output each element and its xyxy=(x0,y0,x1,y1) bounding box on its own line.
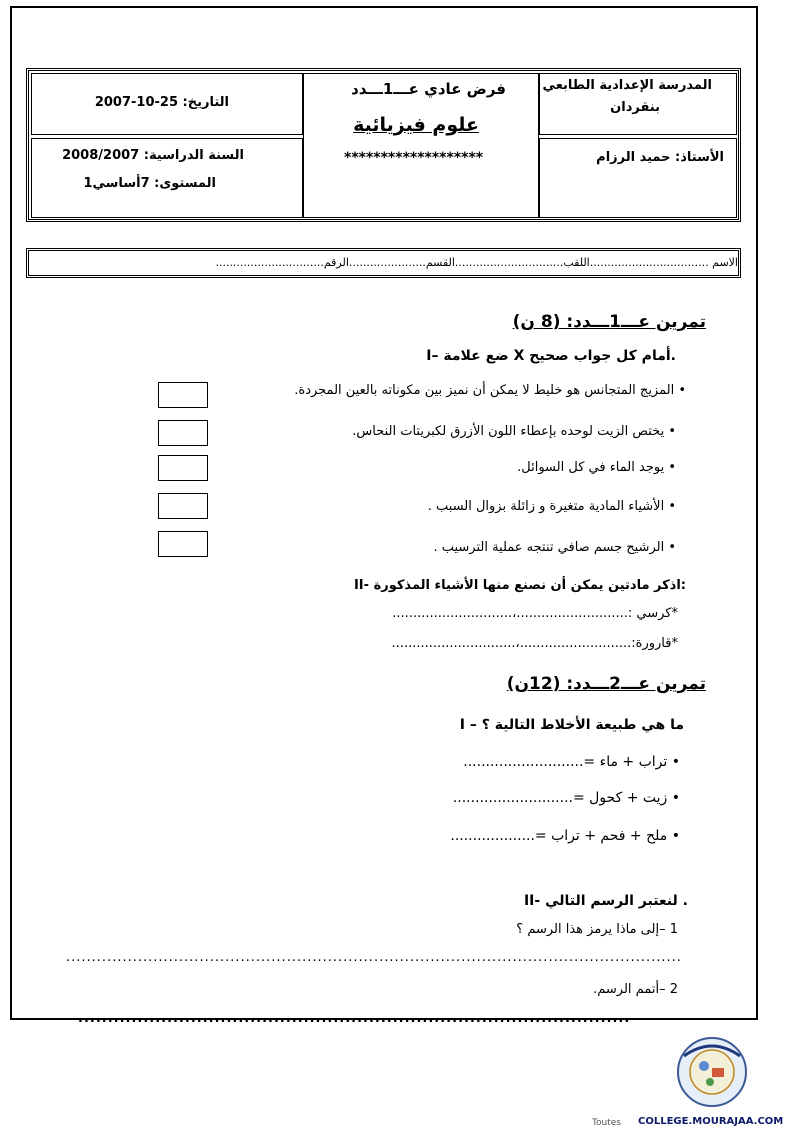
exam-date: التاريخ: 25-10-2007 xyxy=(94,95,229,110)
statement-4: • الأشياء المادية متغيرة و زائلة بزوال ا… xyxy=(427,499,676,514)
exercise2-part1: I – ما هي طبيعة الأخلاط التالية ؟ xyxy=(459,717,684,733)
exercise1-part2: II- اذكر مادتين يمكن أن نصنع منها الأشيا… xyxy=(353,578,686,593)
object-bottle: *قارورة:...........................،....… xyxy=(391,636,678,651)
school-cell xyxy=(539,73,737,135)
exam-title-cell xyxy=(303,73,539,218)
answer-line-2: ........................................… xyxy=(78,1011,630,1026)
mixture-3: • ملح + فحم + تراب =................... xyxy=(450,828,680,844)
statement-3: • يوجد الماء في كل السوائل. xyxy=(517,460,676,475)
statement-2: • يختص الزيت لوحده بإعطاء اللون الأزرق ل… xyxy=(352,424,676,439)
answer-box-4[interactable] xyxy=(158,493,208,519)
exercise1-title: تمرين عـــ1ـــدد: (8 ن) xyxy=(512,312,706,332)
student-info-line: الاسم ..................................… xyxy=(215,256,738,269)
student-info-box xyxy=(26,248,741,278)
site-url: COLLEGE.MOURAJAA.COM xyxy=(638,1116,784,1127)
year-level-cell xyxy=(31,138,303,218)
mourajaa-logo xyxy=(677,1037,747,1107)
statement-1: • المزيج المتجانس هو خليط لا يمكن أن نمي… xyxy=(294,383,686,398)
teacher-name: الأستاذ: حميد الرزام xyxy=(596,150,724,165)
exercise2-part2: II- لنعتبر الرسم التالي . xyxy=(523,893,688,909)
exercise2-title: تمرين عـــ2ـــدد: (12ن) xyxy=(506,674,706,694)
answer-box-2[interactable] xyxy=(158,420,208,446)
teacher-cell xyxy=(539,138,737,218)
exam-title: فرض عادي عـــ1ـــدد xyxy=(351,80,506,98)
school-name: المدرسة الإعدادية الطابعي xyxy=(542,78,712,93)
mixture-2: • زيت + كحول =..........................… xyxy=(452,790,680,806)
answer-box-1[interactable] xyxy=(158,382,208,408)
subject-title: علوم فيزيائية xyxy=(353,114,479,136)
object-chair: *كرسي :...........................،.....… xyxy=(392,606,678,621)
school-year: السنة الدراسية: 2008/2007 xyxy=(62,148,244,163)
header-table xyxy=(26,68,741,222)
mixture-1: • تراب + ماء =..........................… xyxy=(463,754,680,770)
toutes-label: Toutes xyxy=(592,1118,621,1128)
class-level: المستوى: 7أساسي1 xyxy=(83,176,216,191)
answer-line-1: ........................................… xyxy=(66,950,681,965)
answer-box-3[interactable] xyxy=(158,455,208,481)
statement-5: • الرشيح جسم صافي تنتجه عملية الترسيب . xyxy=(433,540,676,555)
question-2: 2 –أتمم الرسم. xyxy=(593,982,678,997)
page-frame xyxy=(10,6,758,1020)
answer-box-5[interactable] xyxy=(158,531,208,557)
question-1: 1 –إلى ماذا يرمز هذا الرسم ؟ xyxy=(516,922,678,937)
exercise1-part1: I– ضع علامة X أمام كل جواب صحيح. xyxy=(426,348,676,364)
school-city: بنقردان xyxy=(610,100,660,115)
stars-line: ******************* xyxy=(344,150,484,166)
date-cell xyxy=(31,73,303,135)
